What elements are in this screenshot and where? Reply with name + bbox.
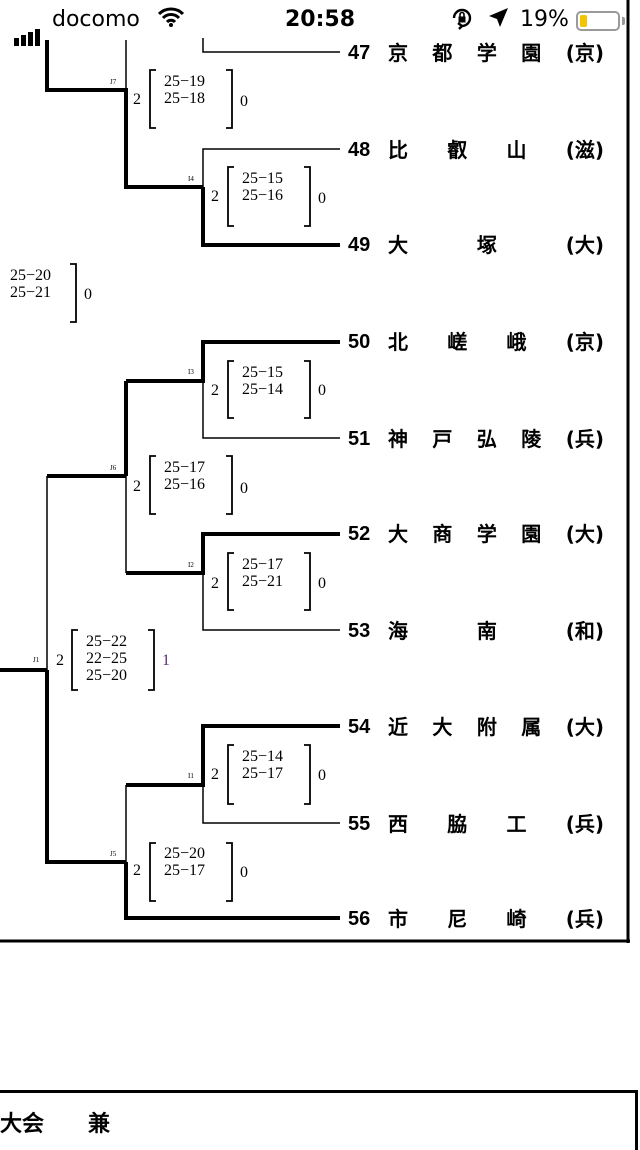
bracket-i2-right bbox=[304, 552, 311, 611]
team-47-line bbox=[202, 38, 340, 53]
match-label: I2 bbox=[188, 561, 194, 569]
match-label: J7 bbox=[110, 78, 117, 86]
battery-icon bbox=[576, 11, 620, 31]
status-bar: docomo 20:58 19% bbox=[0, 0, 640, 46]
match-label: J1 bbox=[33, 656, 40, 664]
match-label: I3 bbox=[188, 368, 194, 376]
team-name: 比叡山(滋) bbox=[388, 138, 604, 162]
battery-level bbox=[580, 15, 587, 27]
team-number: 56 bbox=[348, 908, 371, 930]
team-name: 海南(和) bbox=[388, 619, 604, 643]
team-name: 西脇工(兵) bbox=[388, 812, 604, 836]
team-54-line bbox=[126, 724, 340, 787]
loser-sets: 1 bbox=[162, 652, 170, 669]
team-name: 大商学園(大) bbox=[388, 522, 604, 546]
team-name: 近大附属(大) bbox=[388, 715, 604, 739]
bracket-j7-right bbox=[226, 69, 233, 129]
team-name: 京都学園(京) bbox=[388, 41, 604, 65]
team-number: 54 bbox=[348, 716, 371, 738]
winner-sets: 2 bbox=[56, 652, 64, 669]
team-53-line bbox=[202, 573, 340, 631]
loser-sets: 0 bbox=[84, 286, 92, 303]
bracket-i1-left bbox=[227, 744, 234, 805]
bracket-i1-right bbox=[304, 744, 311, 805]
bracket-i3-right bbox=[304, 360, 311, 419]
rotation-lock-icon bbox=[450, 6, 474, 40]
bracket-i3-left bbox=[227, 360, 234, 419]
team-number: 47 bbox=[348, 42, 371, 64]
match-label: I4 bbox=[188, 175, 194, 183]
carrier-name: docomo bbox=[52, 7, 140, 32]
match-label: J5 bbox=[110, 850, 117, 858]
next-page-box bbox=[0, 1090, 638, 1150]
winner-sets: 2 bbox=[211, 766, 219, 783]
team-50-line bbox=[126, 340, 340, 383]
bracket-j1-left bbox=[71, 629, 78, 691]
team-48-line bbox=[202, 148, 340, 187]
next-page-heading: 大会 兼 bbox=[0, 1112, 111, 1137]
bracket-i2-left bbox=[227, 552, 234, 611]
winner-sets: 2 bbox=[211, 188, 219, 205]
battery-percent: 19% bbox=[520, 7, 569, 32]
loser-sets: 0 bbox=[318, 767, 326, 784]
signal-icon bbox=[14, 14, 42, 46]
match-j7-winner-path bbox=[45, 40, 203, 189]
bracket-j1-right bbox=[148, 629, 155, 691]
team-51-line bbox=[202, 381, 340, 439]
loser-sets: 0 bbox=[318, 190, 326, 207]
team-name: 北嵯峨(京) bbox=[388, 330, 604, 354]
loser-sets: 0 bbox=[318, 382, 326, 399]
team-number: 48 bbox=[348, 139, 371, 161]
team-number: 49 bbox=[348, 234, 371, 256]
team-52-line bbox=[126, 532, 340, 575]
bracket-j7-left bbox=[149, 69, 156, 129]
team-number: 55 bbox=[348, 813, 371, 835]
bracket-i4-left bbox=[227, 166, 234, 227]
bracket-j5-left bbox=[149, 842, 156, 902]
bracket-j6-left bbox=[149, 455, 156, 515]
team-number: 52 bbox=[348, 523, 371, 545]
loser-sets: 0 bbox=[318, 575, 326, 592]
wifi-icon bbox=[157, 6, 185, 38]
winner-sets: 2 bbox=[211, 382, 219, 399]
team-56-line bbox=[124, 862, 340, 920]
match-j1-bottom bbox=[45, 670, 126, 864]
team-name: 大塚(大) bbox=[388, 233, 604, 257]
team-number: 51 bbox=[348, 428, 371, 450]
bracket-j5-right bbox=[226, 842, 233, 902]
loser-sets: 0 bbox=[240, 864, 248, 881]
team-49-line bbox=[201, 187, 340, 247]
bracket-semi-right bbox=[70, 263, 77, 323]
winner-sets: 2 bbox=[211, 575, 219, 592]
clock-time: 20:58 bbox=[284, 7, 356, 32]
bracket-j6-right bbox=[226, 455, 233, 515]
team-name: 神戸弘陵(兵) bbox=[388, 427, 604, 451]
match-label: J6 bbox=[110, 464, 117, 472]
winner-sets: 2 bbox=[133, 478, 141, 495]
team-number: 50 bbox=[348, 331, 371, 353]
loser-sets: 0 bbox=[240, 480, 248, 497]
winner-sets: 2 bbox=[133, 91, 141, 108]
team-55-line bbox=[202, 785, 340, 824]
match-label: I1 bbox=[188, 772, 194, 780]
loser-sets: 0 bbox=[240, 93, 248, 110]
location-icon bbox=[486, 6, 510, 40]
team-number: 53 bbox=[348, 620, 371, 642]
bracket-i4-right bbox=[304, 166, 311, 227]
battery-tip bbox=[622, 17, 625, 25]
team-name: 市尼崎(兵) bbox=[388, 907, 604, 931]
winner-sets: 2 bbox=[133, 862, 141, 879]
